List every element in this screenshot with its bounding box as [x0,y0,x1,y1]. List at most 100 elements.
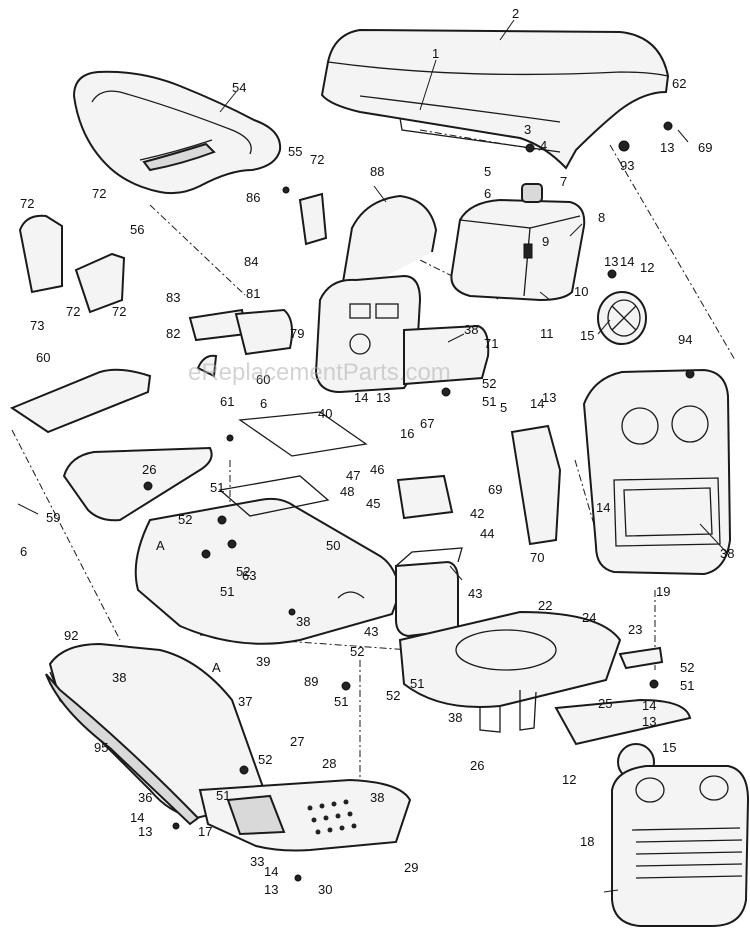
callout-72: 72 [92,186,106,201]
callout-13: 13 [660,140,674,155]
callout-6: 6 [484,186,491,201]
callout-19: 19 [656,584,670,599]
callout-94: 94 [678,332,692,347]
callout-11: 11 [540,326,554,341]
callout-46: 46 [370,462,384,477]
callout-51: 51 [680,678,694,693]
callout-59: 59 [46,510,60,525]
callout-47: 47 [346,468,360,483]
callout-43: 43 [468,586,482,601]
callout-61: 61 [220,394,234,409]
callout-40: 40 [318,406,332,421]
callout-72: 72 [310,152,324,167]
frame-rails [398,610,622,733]
callout-26: 26 [142,462,156,477]
callout-72: 72 [66,304,80,319]
callout-60: 60 [256,372,270,387]
callout-44: 44 [480,526,494,541]
callout-4: 4 [540,138,547,153]
callout-37: 37 [238,694,252,709]
fuel-tank [450,183,586,302]
callout-93: 93 [620,158,634,173]
callout-38: 38 [720,546,734,561]
callout-73: 73 [30,318,44,333]
callout-38: 38 [448,710,462,725]
callout-5: 5 [500,400,507,415]
callout-38: 38 [370,790,384,805]
callout-6: 6 [260,396,267,411]
callout-48: 48 [340,484,354,499]
callout-30: 30 [318,882,332,897]
callout-16: 16 [400,426,414,441]
callout-A2: A [212,660,221,675]
callout-3: 3 [524,122,531,137]
callout-51: 51 [482,394,496,409]
battery-tray [9,368,213,522]
callout-63: 63 [242,568,256,583]
callout-52: 52 [482,376,496,391]
callout-52: 52 [350,644,364,659]
callout-29: 29 [404,860,418,875]
callout-5: 5 [484,164,491,179]
front-grille [611,765,750,927]
callout-9: 9 [542,234,549,249]
callout-24: 24 [582,610,596,625]
callout-10: 10 [574,284,588,299]
callout-67: 67 [420,416,434,431]
callout-38: 38 [296,614,310,629]
callout-28: 28 [322,756,336,771]
hardware [143,121,695,882]
battery [395,547,463,638]
dash-panel [314,194,490,394]
callout-92: 92 [64,628,78,643]
callout-12: 12 [640,260,654,275]
callout-25: 25 [598,696,612,711]
callout-79: 79 [290,326,304,341]
callout-51: 51 [216,788,230,803]
callout-51: 51 [220,584,234,599]
callout-7: 7 [560,174,567,189]
callout-15: 15 [662,740,676,755]
callout-labels: 1 2 3 4 5 6 7 8 9 62 13 93 69 54 55 72 8… [20,6,734,897]
callout-14: 14 [642,698,656,713]
callout-2: 2 [512,6,519,21]
callout-52: 52 [258,752,272,767]
callout-88: 88 [370,164,384,179]
callout-84: 84 [244,254,258,269]
callout-18: 18 [580,834,594,849]
callout-56: 56 [130,222,144,237]
fender-pan [134,411,402,645]
callout-8: 8 [598,210,605,225]
callout-33: 33 [250,854,264,869]
callout-6: 6 [20,544,27,559]
callout-13: 13 [542,390,556,405]
callout-52: 52 [680,660,694,675]
callout-70: 70 [530,550,544,565]
seat [72,70,282,195]
callout-51: 51 [210,480,224,495]
callout-72: 72 [20,196,34,211]
callout-89: 89 [304,674,318,689]
callout-51: 51 [410,676,424,691]
callout-50: 50 [326,538,340,553]
callout-69: 69 [698,140,712,155]
callout-95: 95 [94,740,108,755]
callout-13: 13 [604,254,618,269]
callout-23: 23 [628,622,642,637]
callout-13: 13 [138,824,152,839]
callout-14: 14 [596,500,610,515]
callout-86: 86 [246,190,260,205]
callout-13: 13 [376,390,390,405]
callout-15: 15 [580,328,594,343]
callout-17: 17 [198,824,212,839]
leader-lines [17,19,729,893]
callout-52: 52 [236,564,250,579]
callout-13: 13 [642,714,656,729]
callout-71: 71 [484,336,498,351]
callout-52: 52 [178,512,192,527]
callout-14: 14 [354,390,368,405]
callout-60: 60 [36,350,50,365]
callout-38: 38 [112,670,126,685]
running-board [45,642,266,826]
callout-45: 45 [366,496,380,511]
